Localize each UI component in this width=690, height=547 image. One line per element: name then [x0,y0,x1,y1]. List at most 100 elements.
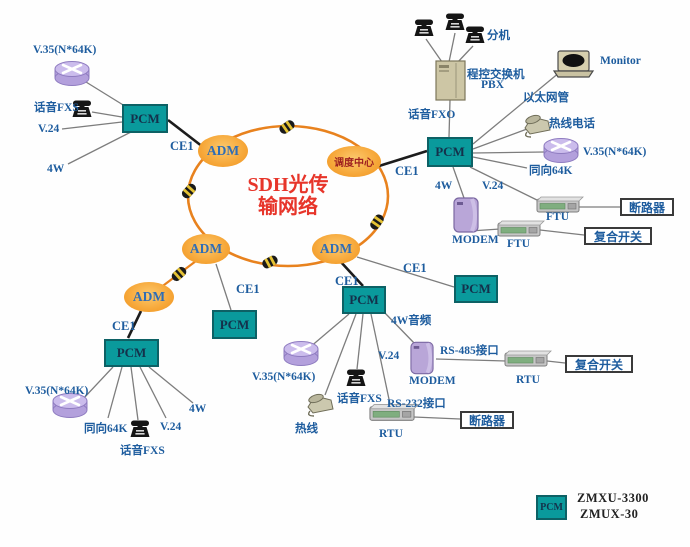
phone-icon [346,369,366,386]
pcm-node-small: PCM [212,310,257,339]
legend-pcm-swatch: PCM [536,495,567,520]
label-4w: 4W [189,403,207,415]
phone-icon [414,19,434,36]
hotline-phone-icon [524,113,551,138]
label-v35: V.35(N*64K) [252,371,316,383]
phone-icon [465,26,485,43]
phone-icon [445,13,465,30]
label-v24: V.24 [160,421,182,433]
label-4w: 4W [435,180,453,192]
dispatch-center-label: 调度中心 [334,158,374,169]
label-modem: MODEM [409,375,456,387]
composite-switch-label: 复合开关 [593,229,642,244]
pcm-node-bottom-left: PCM [104,339,159,367]
breaker-box: 断路器 [620,198,674,216]
adm-node-bottom-right: ADM [312,234,360,264]
label-ftu: FTU [507,238,530,250]
pcm-label: PCM [130,110,160,126]
phone-icon [130,420,150,437]
pcm-label: PCM [219,316,250,332]
monitor-icon [553,50,594,78]
adm-label: ADM [189,241,223,256]
fiber-connector-icon [277,118,297,136]
label-rtu: RTU [516,374,540,386]
label-v35: V.35(N*64K) [583,146,647,158]
adm-node-top-left: ADM [198,135,248,167]
breaker-label: 断路器 [468,413,505,428]
adm-label: ADM [319,241,353,256]
label-ce1: CE1 [403,261,427,275]
label-4w-audio: 4W音频 [391,315,432,327]
label-hotline-phone: 热线电话 [549,118,595,130]
label-ce1: CE1 [335,274,359,288]
label-ce1: CE1 [395,164,419,178]
ftu-device-icon [497,220,545,237]
adm-label: ADM [132,289,166,304]
label-voice-fxs: 话音FXS [34,102,79,114]
ring-title-line1: SDH光传 [247,174,329,196]
ce1-trunk-lines [126,118,428,339]
label-ethernet-mgmt: 以太网管 [523,92,569,104]
breaker-box: 断路器 [460,411,514,429]
label-ce1: CE1 [170,139,194,153]
pcm-node-bottom-right: PCM [454,275,498,303]
pcm-label: PCM [349,292,379,307]
composite-switch-box: 复合开关 [584,227,652,245]
pcm-node-top-left: PCM [122,104,168,133]
label-pbx-line2: PBX [481,79,504,91]
pcm-label: PCM [116,345,147,360]
composite-switch-box: 复合开关 [565,355,633,373]
breaker-label: 断路器 [628,200,665,215]
legend-model-1: ZMXU-3300 [577,491,649,505]
ring-title-line2: 输网络 [258,196,318,218]
label-rs232: RS-232接口 [387,398,446,410]
label-ce1: CE1 [236,282,260,296]
label-v35: V.35(N*64K) [33,44,97,56]
pcm-label: PCM [435,144,465,159]
label-v24: V.24 [482,180,504,192]
ring-title: SDH光传 输网络 [228,174,348,218]
pcm-node-bottom-mid: PCM [342,286,386,314]
adm-label: ADM [206,143,240,158]
label-ftu: FTU [546,211,569,223]
label-hotline: 热线 [295,423,318,435]
adm-node-external: ADM [124,282,174,312]
fiber-connector-icon [180,181,198,201]
pcm-label: PCM [461,281,491,296]
router-icon [51,392,89,419]
label-4w: 4W [47,163,65,175]
router-icon [282,340,320,367]
label-monitor: Monitor [600,55,641,67]
label-v24: V.24 [378,350,400,362]
label-rs485: RS-485接口 [440,345,499,357]
pbx-icon [435,60,466,101]
composite-switch-label: 复合开关 [574,357,623,372]
label-pbx-line1: 程控交换机 [467,69,525,81]
connection-lines [61,32,620,421]
label-cocurrent-64k: 同向64K [84,423,128,435]
label-ce1: CE1 [112,319,136,333]
modem-icon [409,340,435,376]
adm-node-bottom-left: ADM [182,234,230,264]
router-icon [53,60,91,87]
label-v24: V.24 [38,123,60,135]
label-voice-fxs: 话音FXS [120,445,165,457]
router-icon [542,137,580,164]
label-modem: MODEM [452,234,499,246]
label-rtu: RTU [379,428,403,440]
hotline-phone-icon [307,392,334,417]
fiber-connector-icon [260,254,280,270]
dispatch-center-node: 调度中心 [327,146,381,177]
label-voice-fxs: 话音FXS [337,393,382,405]
label-v35: V.35(N*64K) [25,385,89,397]
legend-pcm-label: PCM [540,502,563,513]
legend-model-2: ZMUX-30 [580,507,639,521]
ftu-device-icon [536,196,584,213]
pcm-node-right: PCM [427,137,473,167]
rtu-device-icon [504,350,552,367]
label-voice-fxo: 话音FXO [408,109,456,121]
label-cocurrent-64k: 同向64K [529,165,573,177]
label-extension: 分机 [487,30,510,42]
